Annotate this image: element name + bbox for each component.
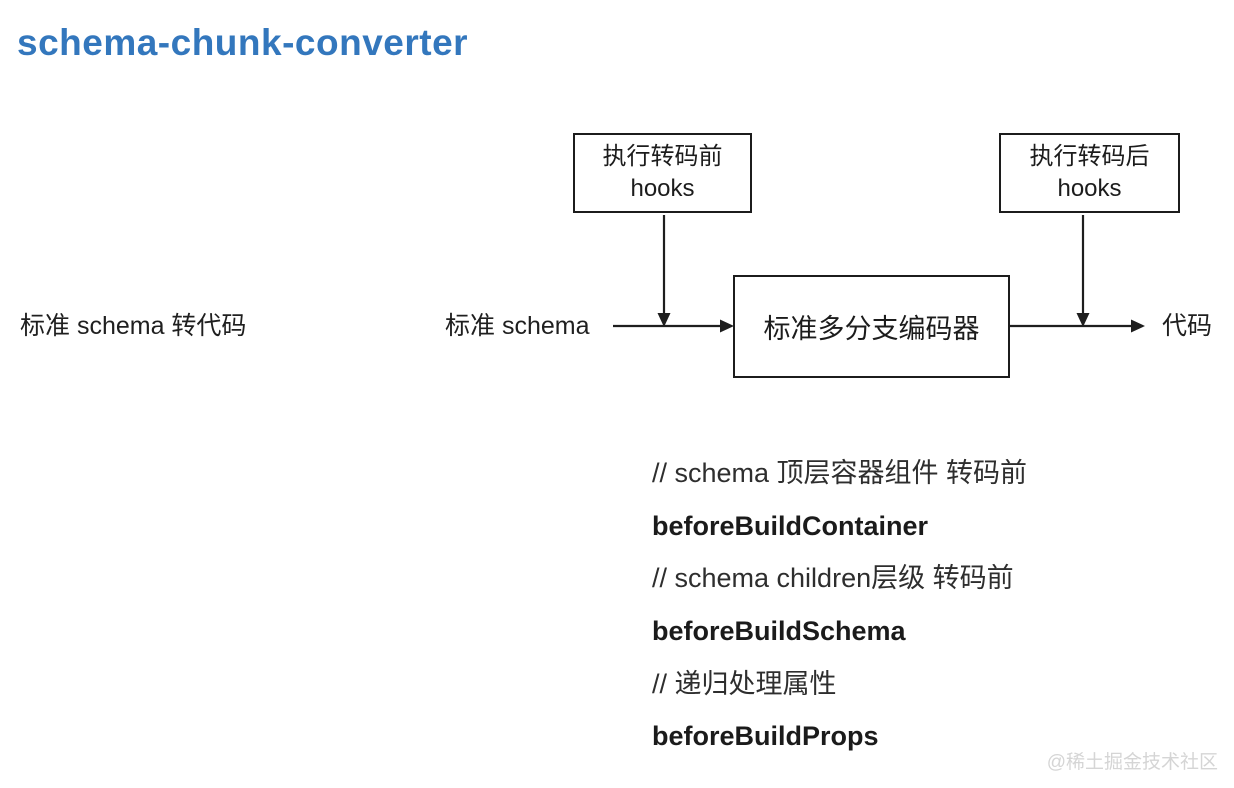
output-arrowhead-icon bbox=[1131, 319, 1145, 333]
input-arrowhead-icon bbox=[720, 319, 734, 333]
hook-name: beforeBuildContainer bbox=[652, 510, 929, 541]
pre-hooks-box: 执行转码前 hooks bbox=[573, 133, 752, 213]
input-label: 标准 schema bbox=[445, 312, 590, 340]
hook-comment: // schema children层级 转码前 bbox=[652, 563, 1014, 594]
left-note-label: 标准 schema 转代码 bbox=[20, 312, 247, 340]
encoder-box: 标准多分支编码器 bbox=[733, 275, 1010, 378]
hook-comment: // schema 顶层容器组件 转码前 bbox=[652, 458, 1028, 488]
pre-hooks-arrowhead-icon bbox=[657, 313, 671, 327]
hook-name: beforeBuildSchema bbox=[652, 616, 906, 647]
page-title: schema-chunk-converter bbox=[17, 22, 469, 63]
output-label: 代码 bbox=[1162, 312, 1213, 340]
watermark: @稀土掘金技术社区 bbox=[1046, 752, 1218, 773]
pre-hooks-box-line2: hooks bbox=[630, 175, 695, 202]
hooks-list: // schema 顶层容器组件 转码前 beforeBuildContaine… bbox=[652, 447, 1027, 763]
post-hooks-box-line1: 执行转码后 bbox=[1029, 143, 1150, 171]
hook-comment: // 递归处理属性 bbox=[652, 668, 837, 699]
post-hooks-box-line2: hooks bbox=[1057, 175, 1122, 202]
hook-name: beforeBuildProps bbox=[652, 721, 879, 752]
encoder-box-label: 标准多分支编码器 bbox=[763, 314, 980, 344]
post-hooks-arrowhead-icon bbox=[1076, 313, 1090, 327]
pre-hooks-box-line1: 执行转码前 bbox=[602, 143, 723, 171]
post-hooks-box: 执行转码后 hooks bbox=[999, 133, 1180, 213]
